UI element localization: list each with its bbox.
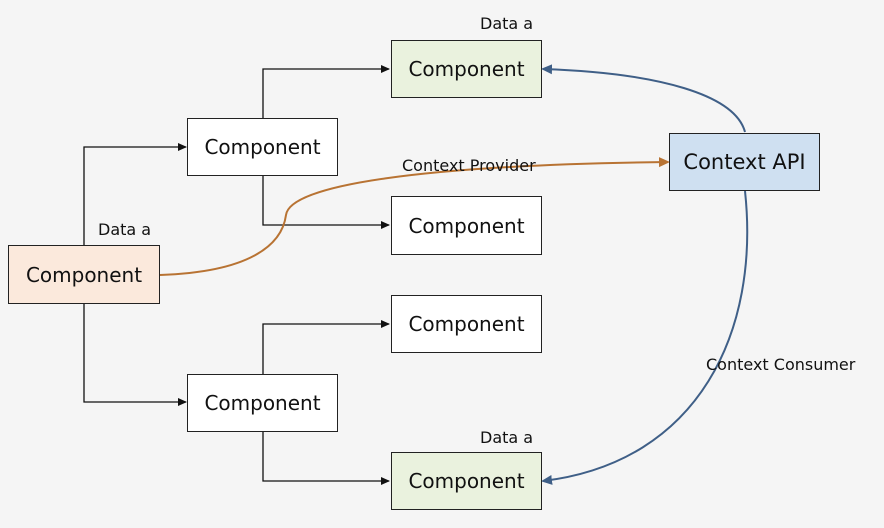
context-consumer-label: Context Consumer <box>706 355 856 374</box>
edge-mid-bottom-to-leaf-3 <box>262 320 390 374</box>
leaf-3-component-box: Component <box>391 295 542 353</box>
leaf-1-data-label: Data a <box>480 14 534 33</box>
leaf-1-component-label: Component <box>408 57 525 81</box>
leaf-2-component-label: Component <box>408 213 525 238</box>
mid-top-component-label: Component <box>204 135 321 159</box>
leaf-4-component-box: Component <box>391 452 542 510</box>
context-provider-connector <box>159 157 670 276</box>
leaf-1-component-box: Component <box>391 40 542 98</box>
root-component-label: Component <box>25 262 143 287</box>
mid-bottom-component-label: Component <box>204 391 321 415</box>
leaf-3-component-label: Component <box>408 312 525 336</box>
edge-root-to-mid-bottom <box>83 304 187 406</box>
context-provider-label: Context Provider <box>402 156 536 175</box>
leaf-4-component-label: Component <box>408 469 525 493</box>
edge-root-to-mid-top <box>83 143 187 245</box>
context-consumer-connector <box>541 190 749 485</box>
root-component-box: Component <box>8 245 160 304</box>
edge-mid-bottom-to-leaf-4 <box>262 431 390 485</box>
context-api-box: Context API <box>669 133 820 191</box>
root-data-label: Data a <box>98 220 152 239</box>
context-to-leaf-1-connector <box>541 64 746 133</box>
mid-bottom-component-box: Component <box>187 374 338 432</box>
mid-top-component-box: Component <box>187 118 338 176</box>
leaf-4-data-label: Data a <box>480 428 534 447</box>
leaf-2-component-box: Component <box>391 196 542 255</box>
edge-mid-top-to-leaf-1 <box>262 65 390 118</box>
edge-mid-top-to-leaf-2 <box>262 176 390 229</box>
context-api-label: Context API <box>683 150 806 174</box>
